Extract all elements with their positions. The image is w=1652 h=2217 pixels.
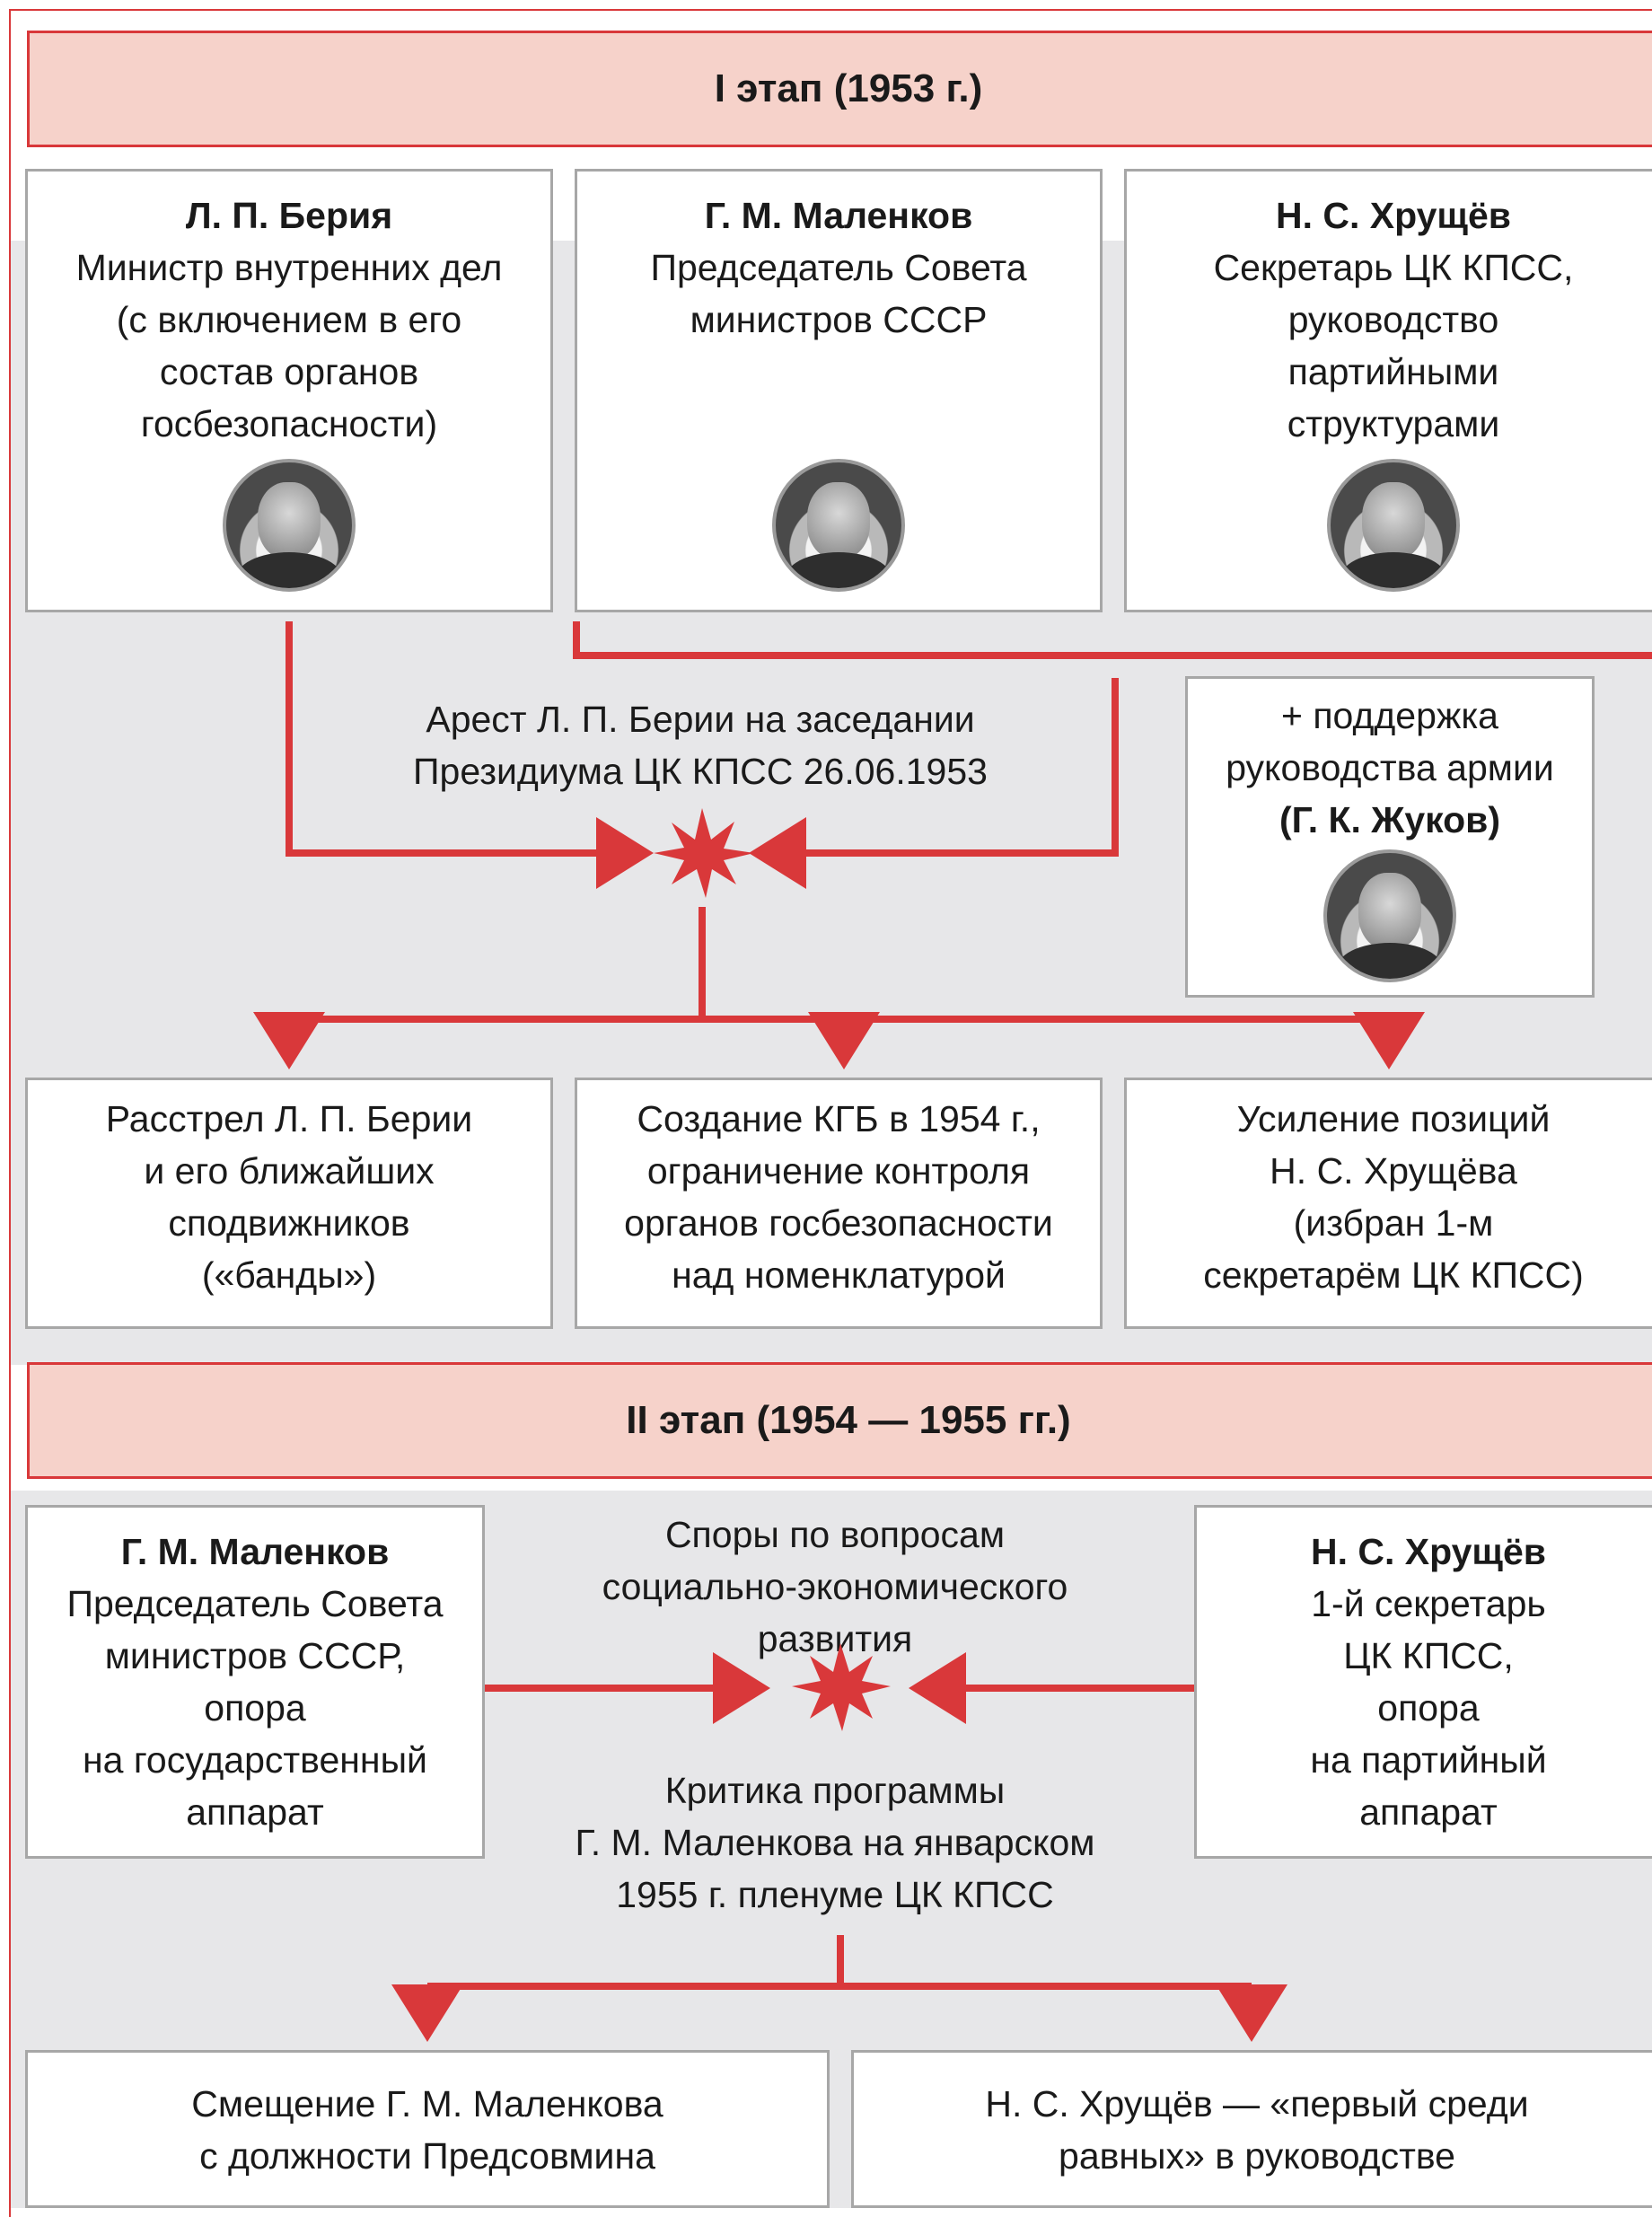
- dispute-text: Споры по вопросам социально-экономическо…: [602, 1514, 1068, 1659]
- conflict-burst-icon-2: [792, 1643, 891, 1731]
- beria-portrait-icon: [223, 459, 356, 592]
- result-text: Н. С. Хрущёв — «первый среди равных» в р…: [985, 2083, 1529, 2177]
- bracket-drop-connector: [749, 678, 1119, 889]
- diagram-frame: [9, 9, 1652, 2217]
- result-text: Создание КГБ в 1954 г., ограничение конт…: [624, 1098, 1053, 1296]
- person-card-malenkov: Г. М. Маленков Председатель Совета минис…: [575, 169, 1103, 612]
- person-role: 1-й секретарь ЦК КПСС, опора на партийны…: [1310, 1583, 1547, 1833]
- result-text: Усиление позиций Н. С. Хрущёва (избран 1…: [1203, 1098, 1584, 1296]
- person-role: Председатель Совета министров СССР: [650, 247, 1027, 340]
- beria-connector: [286, 621, 654, 889]
- result-box-execution: Расстрел Л. П. Берии и его ближайших спо…: [25, 1078, 553, 1329]
- person-role: Председатель Совета министров СССР, опор…: [66, 1583, 444, 1833]
- bracket-connector: [573, 621, 1652, 659]
- zhukov-portrait-icon: [1323, 849, 1456, 982]
- person-card-khrushchev-2: Н. С. Хрущёв 1-й секретарь ЦК КПСС, опор…: [1194, 1505, 1652, 1859]
- person-card-beria: Л. П. Берия Министр внутренних дел (с вк…: [25, 169, 553, 612]
- conflict-burst-icon: [654, 808, 754, 898]
- person-name: Н. С. Хрущёв: [1275, 195, 1512, 236]
- person-name: Н. С. Хрущёв: [1310, 1531, 1547, 1572]
- result-box-kgb: Создание КГБ в 1954 г., ограничение конт…: [575, 1078, 1103, 1329]
- result-box-khrushchev: Усиление позиций Н. С. Хрущёва (избран 1…: [1124, 1078, 1652, 1329]
- arrest-event-text: Арест Л. П. Берии на заседании Президиум…: [413, 699, 988, 792]
- malenkov-portrait-icon: [772, 459, 905, 592]
- result-box-khrushchev-first: Н. С. Хрущёв — «первый среди равных» в р…: [851, 2050, 1652, 2208]
- result-text: Смещение Г. М. Маленкова с должности Пре…: [191, 2083, 663, 2177]
- person-role: Секретарь ЦК КПСС, руководство партийным…: [1213, 247, 1574, 444]
- result-box-malenkov-removal: Смещение Г. М. Маленкова с должности Пре…: [25, 2050, 830, 2208]
- support-name: (Г. К. Жуков): [1279, 799, 1501, 840]
- person-card-malenkov-2: Г. М. Маленков Председатель Совета минис…: [25, 1505, 485, 1859]
- result-text: Расстрел Л. П. Берии и его ближайших спо…: [105, 1098, 473, 1296]
- stage2-title: II этап (1954 — 1955 гг.): [27, 1362, 1652, 1479]
- army-support-card: + поддержка руководства армии (Г. К. Жук…: [1185, 676, 1595, 998]
- person-name: Г. М. Маленков: [704, 195, 973, 236]
- person-role: Министр внутренних дел (с включением в е…: [75, 247, 503, 444]
- person-name: Л. П. Берия: [185, 195, 393, 236]
- khrushchev-portrait-icon: [1327, 459, 1460, 592]
- person-name: Г. М. Маленков: [120, 1531, 390, 1572]
- support-text: + поддержка руководства армии: [1226, 695, 1554, 788]
- person-card-khrushchev: Н. С. Хрущёв Секретарь ЦК КПСС, руководс…: [1124, 169, 1652, 612]
- criticism-text: Критика программы Г. М. Маленкова на янв…: [575, 1770, 1095, 1915]
- stage1-title: I этап (1953 г.): [27, 31, 1652, 147]
